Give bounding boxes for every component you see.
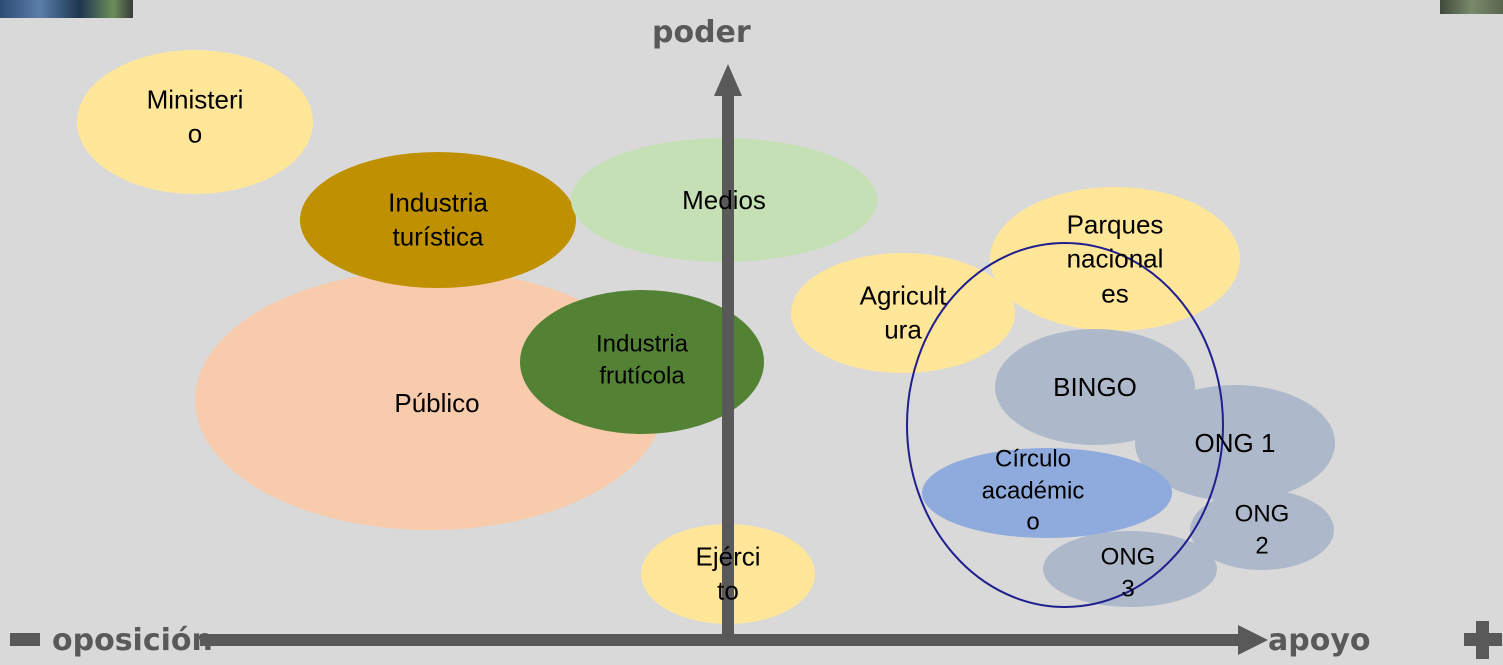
label-line: 2 <box>1255 532 1269 559</box>
label-industria-turistica: Industria turística <box>388 186 488 255</box>
label-line: ONG <box>1234 500 1290 528</box>
label-line: Agricult <box>859 280 947 311</box>
vertical-axis <box>722 94 734 644</box>
label-line: turística <box>392 222 484 252</box>
ellipse-parques-nacionales <box>990 187 1240 331</box>
label-line: Parques <box>1066 209 1164 240</box>
label-line: Ministeri <box>146 84 244 115</box>
label-ejercito: Ejérci to <box>695 540 760 609</box>
support-group-circle <box>906 242 1224 608</box>
plus-sign-vertical <box>1476 621 1489 659</box>
axis-label-apoyo: apoyo <box>1268 623 1371 658</box>
label-line: BINGO <box>1053 371 1137 402</box>
label-ong-1: ONG 1 <box>1195 426 1276 460</box>
ellipse-industria-turistica <box>300 152 576 288</box>
label-line: ura <box>884 315 922 345</box>
label-line: Industria <box>388 187 488 218</box>
minus-sign <box>10 633 40 646</box>
label-agricultura: Agricult ura <box>860 279 947 348</box>
label-line: ONG <box>1100 543 1156 571</box>
label-line: frutícola <box>599 362 685 389</box>
label-line: Público <box>394 387 480 418</box>
ellipse-ong-3 <box>1043 531 1217 607</box>
label-ministerio: Ministeri o <box>147 83 244 152</box>
label-line: 3 <box>1121 575 1135 602</box>
ellipse-circulo-academico <box>922 448 1172 538</box>
label-line: ONG 1 <box>1194 427 1276 458</box>
label-line: Medios <box>682 184 766 215</box>
ellipse-agricultura <box>791 253 1015 373</box>
axis-label-poder: poder <box>652 15 751 50</box>
corner-photo-left <box>0 0 133 18</box>
label-line: Ejérci <box>695 541 761 572</box>
label-publico: Público <box>394 386 479 420</box>
corner-photo-right <box>1440 0 1503 14</box>
axes-layer <box>10 64 1502 659</box>
label-line: Círculo <box>994 445 1072 473</box>
label-line: o <box>187 119 203 149</box>
label-medios: Medios <box>682 183 766 217</box>
label-circulo-academico: Círculo académic o <box>982 443 1085 538</box>
label-line: nacional <box>1066 243 1164 274</box>
ellipses-layer <box>77 50 1335 624</box>
label-ong-2: ONG 2 <box>1235 498 1290 561</box>
label-ong-3: ONG 3 <box>1101 541 1156 604</box>
horizontal-axis <box>200 634 1250 646</box>
label-bingo: BINGO <box>1053 370 1137 404</box>
ellipse-industria-fruticola <box>520 290 764 434</box>
label-line: Industria <box>595 330 689 358</box>
ellipse-ong-1 <box>1135 385 1335 501</box>
label-line: o <box>1026 508 1040 536</box>
label-line: es <box>1101 278 1129 309</box>
ellipse-bingo <box>995 329 1195 445</box>
label-line: to <box>717 576 739 606</box>
vertical-axis-arrowhead <box>714 64 742 96</box>
label-line: académic <box>981 477 1085 505</box>
horizontal-axis-arrowhead <box>1238 625 1268 655</box>
ellipse-ong-2 <box>1190 490 1334 570</box>
label-industria-fruticola: Industria frutícola <box>596 328 688 391</box>
axis-label-oposicion: oposición <box>52 623 213 658</box>
ellipse-ministerio <box>77 50 313 194</box>
